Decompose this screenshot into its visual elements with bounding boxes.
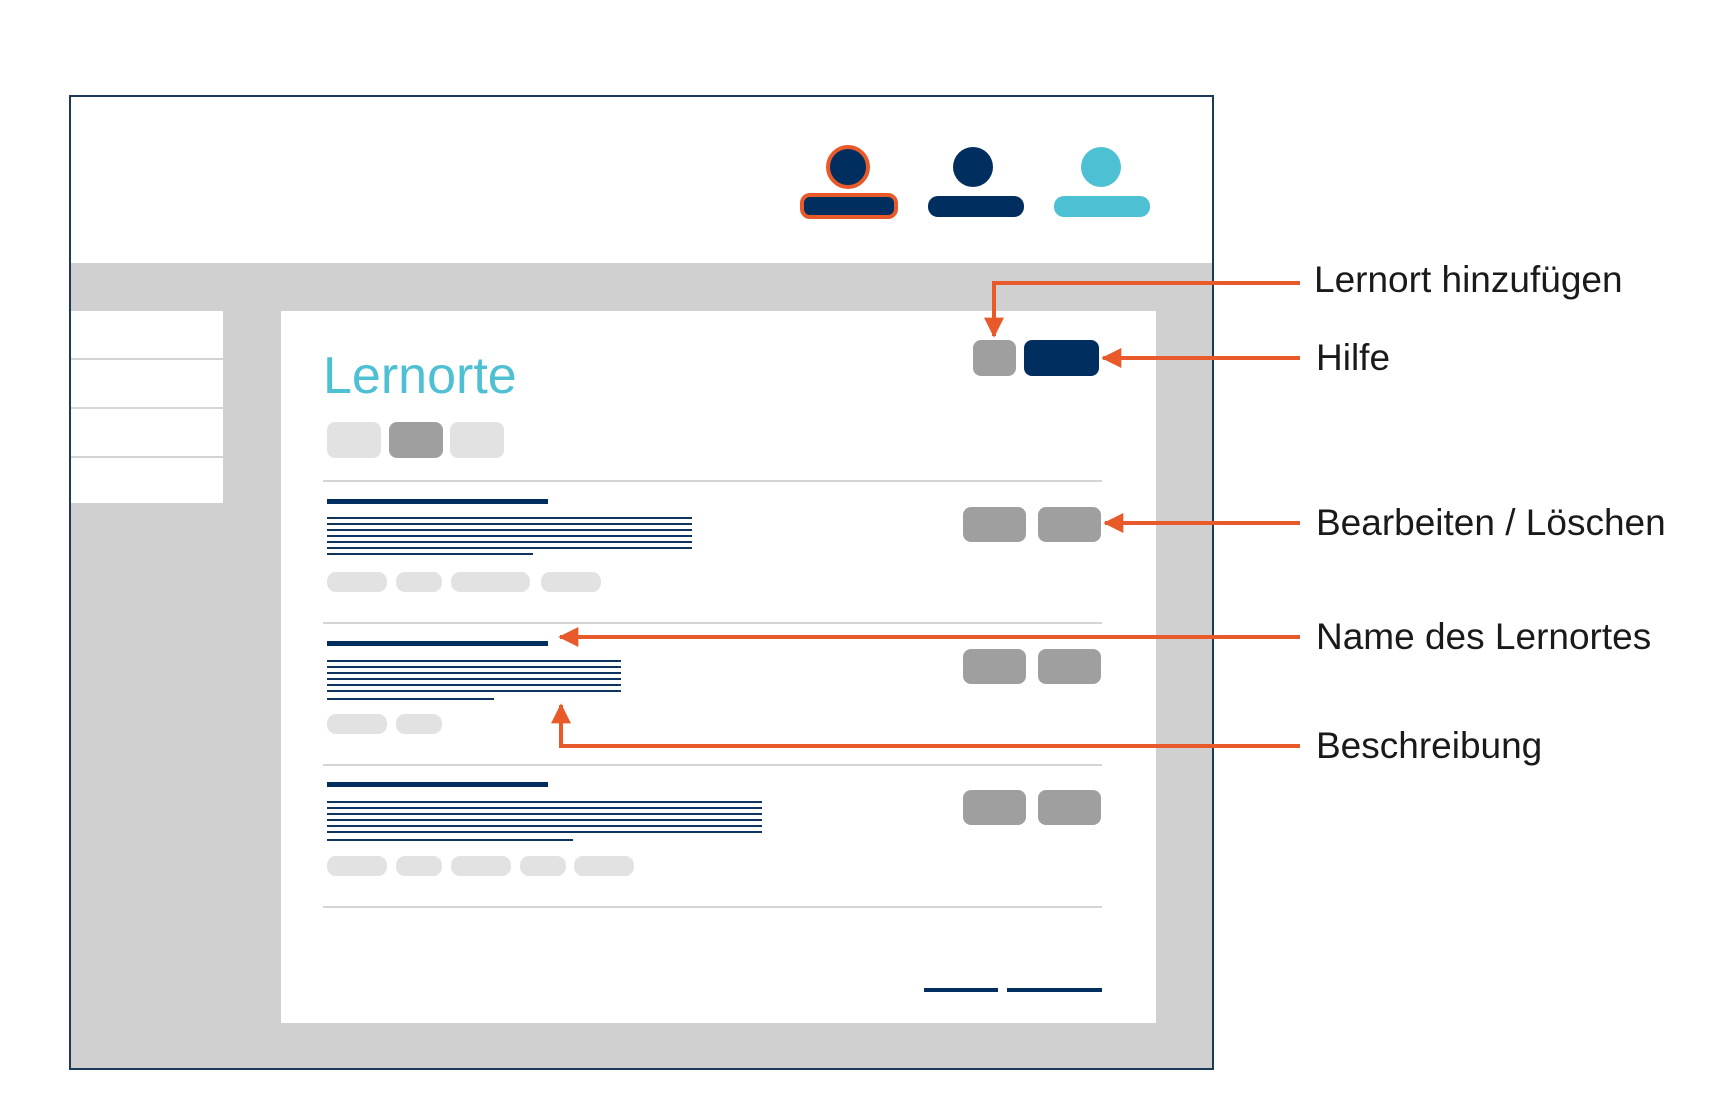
- sidebar-divider: [71, 358, 223, 360]
- delete-button[interactable]: [1038, 507, 1101, 542]
- tag-chip: [396, 714, 442, 734]
- label-edit-delete: Bearbeiten / Löschen: [1316, 502, 1666, 543]
- location-name: [327, 641, 548, 646]
- arrow-description: [551, 703, 1300, 748]
- label-description: Beschreibung: [1316, 725, 1543, 766]
- location-name: [327, 782, 548, 787]
- delete-button[interactable]: [1038, 649, 1101, 684]
- filter-tab[interactable]: [327, 422, 381, 458]
- location-description: [327, 801, 762, 843]
- label-help: Hilfe: [1316, 337, 1391, 378]
- tag-chip: [327, 856, 387, 876]
- delete-button[interactable]: [1038, 790, 1101, 825]
- user-icon-active[interactable]: [826, 145, 870, 189]
- sidebar-menu: [71, 311, 223, 503]
- tag-chip: [396, 572, 442, 592]
- edit-button[interactable]: [963, 649, 1026, 684]
- tag-chip: [396, 856, 442, 876]
- filter-tab[interactable]: [450, 422, 504, 458]
- location-name: [327, 499, 548, 504]
- tag-chip: [327, 714, 387, 734]
- edit-button[interactable]: [963, 507, 1026, 542]
- edit-button[interactable]: [963, 790, 1026, 825]
- user-icon[interactable]: [953, 147, 993, 187]
- label-add-location: Lernort hinzufügen: [1314, 259, 1623, 300]
- tag-chip: [520, 856, 566, 876]
- label-location-name: Name des Lernortes: [1316, 616, 1652, 657]
- user-name-bar-teal[interactable]: [1054, 196, 1150, 217]
- user-name-bar-active[interactable]: [800, 193, 898, 219]
- list-divider: [323, 764, 1102, 766]
- add-location-button[interactable]: [973, 340, 1016, 376]
- location-description: [327, 660, 621, 702]
- list-divider: [323, 906, 1102, 908]
- tag-chip: [451, 856, 511, 876]
- pagination-link-prev[interactable]: [924, 988, 998, 992]
- pagination-link-next[interactable]: [1007, 988, 1102, 992]
- user-name-bar[interactable]: [928, 196, 1024, 217]
- user-icon-teal[interactable]: [1081, 147, 1121, 187]
- help-button[interactable]: [1024, 340, 1099, 376]
- tag-chip: [574, 856, 634, 876]
- filter-tab-active[interactable]: [389, 422, 443, 458]
- tag-chip: [327, 572, 387, 592]
- list-divider: [323, 480, 1102, 482]
- tag-chip: [451, 572, 530, 592]
- location-description: [327, 517, 692, 559]
- list-divider: [323, 622, 1102, 624]
- arrow-add-location: [984, 281, 1300, 338]
- page-title: Lernorte: [323, 347, 517, 405]
- tag-chip: [541, 572, 601, 592]
- sidebar-divider: [71, 456, 223, 458]
- sidebar-divider: [71, 407, 223, 409]
